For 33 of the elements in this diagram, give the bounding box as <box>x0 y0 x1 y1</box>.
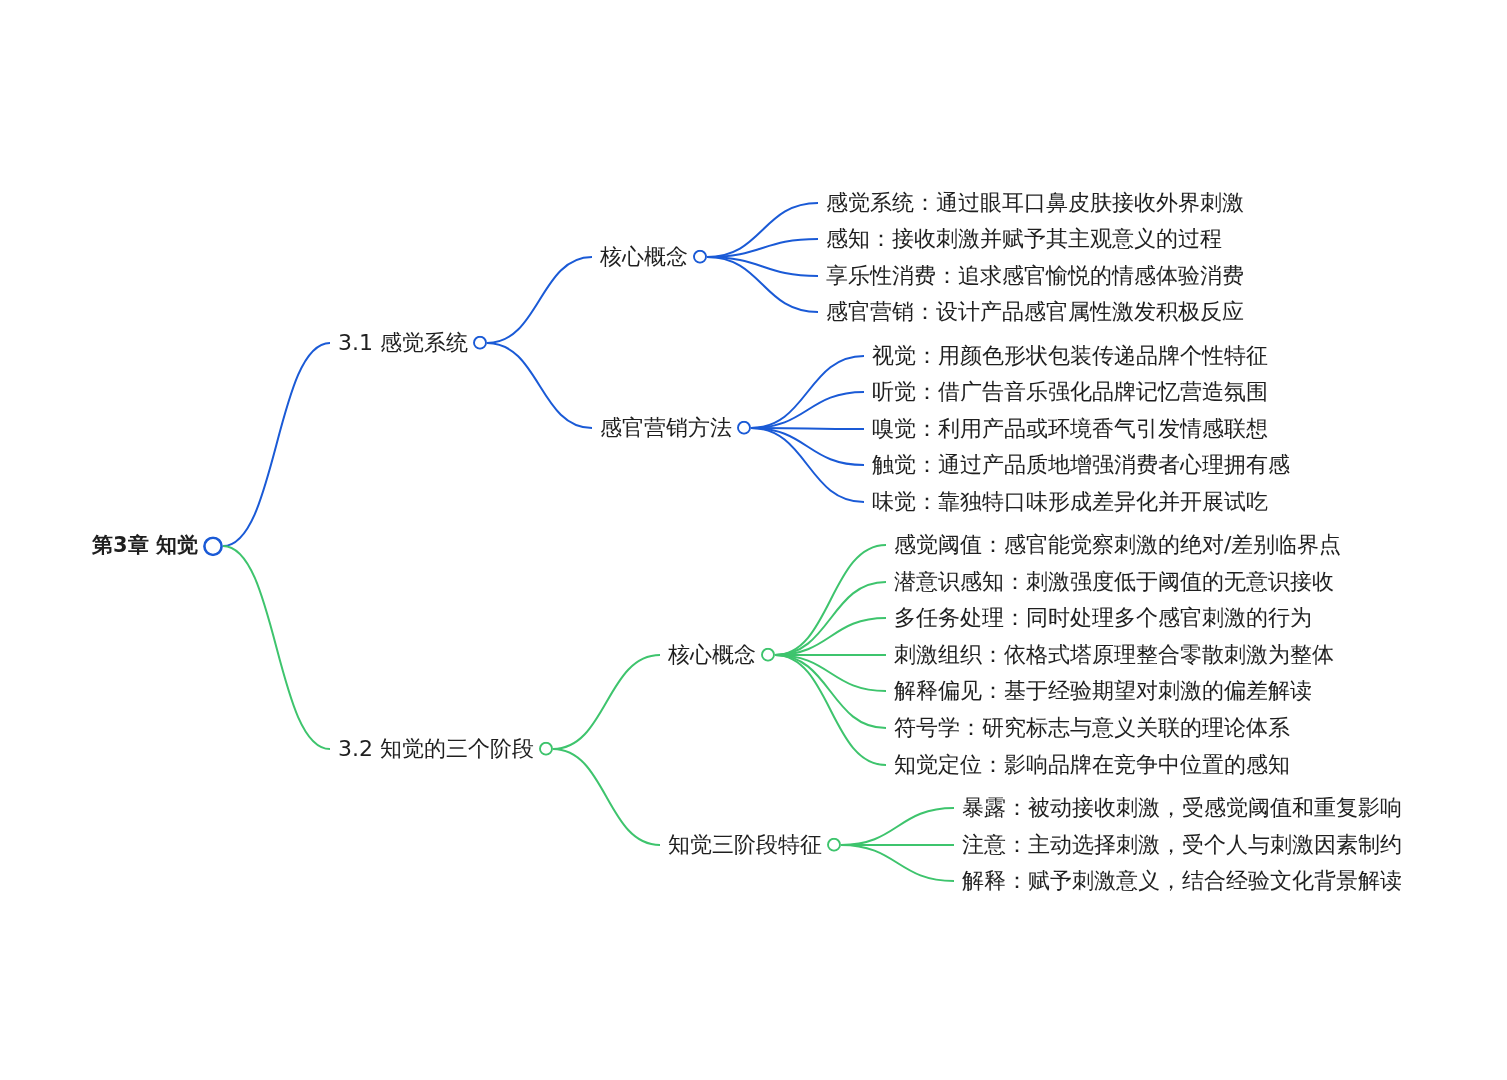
branch-topic: 核心概念 <box>599 242 688 271</box>
branch-line <box>840 844 955 882</box>
leaf-topic: 享乐性消费：追求感官愉悦的情感体验消费 <box>825 261 1244 290</box>
leaf-topic: 解释偏见：基于经验期望对刺激的偏差解读 <box>893 676 1312 705</box>
leaf-topic: 触觉：通过产品质地增强消费者心理拥有感 <box>871 450 1290 479</box>
leaf-topic: 知觉定位：影响品牌在竞争中位置的感知 <box>893 750 1290 779</box>
leaf-topic: 潜意识感知：刺激强度低于阈值的无意识接收 <box>893 567 1334 596</box>
leaf-topic: 注意：主动选择刺激，受个人与刺激因素制约 <box>961 830 1402 859</box>
branch-line <box>552 748 661 846</box>
leaf-topic: 符号学：研究标志与意义关联的理论体系 <box>893 713 1290 742</box>
branch-topic: 感官营销方法 <box>599 413 732 442</box>
leaf-topic: 听觉：借广告音乐强化品牌记忆营造氛围 <box>871 377 1268 406</box>
branch-topic: 3.2 知觉的三个阶段 <box>337 734 534 763</box>
leaf-topic: 味觉：靠独特口味形成差异化并开展试吃 <box>871 487 1268 516</box>
leaf-topic: 嗅觉：利用产品或环境香气引发情感联想 <box>871 414 1268 443</box>
branch-topic: 核心概念 <box>667 640 756 669</box>
branch-topic: 3.1 感觉系统 <box>337 328 468 357</box>
branch-topic: 知觉三阶段特征 <box>667 830 822 859</box>
branch-line <box>774 654 887 766</box>
leaf-topic: 视觉：用颜色形状包装传递品牌个性特征 <box>871 341 1268 370</box>
leaf-topic: 刺激组织：依格式塔原理整合零散刺激为整体 <box>893 640 1334 669</box>
branch-line <box>750 427 865 503</box>
branch-line <box>706 256 819 313</box>
leaf-topic: 多任务处理：同时处理多个感官刺激的行为 <box>893 603 1312 632</box>
leaf-topic: 解释：赋予刺激意义，结合经验文化背景解读 <box>961 866 1402 895</box>
leaf-topic: 感知：接收刺激并赋予其主观意义的过程 <box>825 224 1222 253</box>
branch-line <box>221 545 331 750</box>
branch-line <box>486 342 593 429</box>
leaf-topic: 感觉阈值：感官能觉察刺激的绝对/差别临界点 <box>893 530 1342 559</box>
leaf-topic: 感觉系统：通过眼耳口鼻皮肤接收外界刺激 <box>825 188 1244 217</box>
leaf-topic: 感官营销：设计产品感官属性激发积极反应 <box>825 297 1244 326</box>
leaf-topic: 暴露：被动接收刺激，受感觉阈值和重复影响 <box>961 793 1402 822</box>
central-topic: 第3章 知觉 <box>92 532 198 560</box>
